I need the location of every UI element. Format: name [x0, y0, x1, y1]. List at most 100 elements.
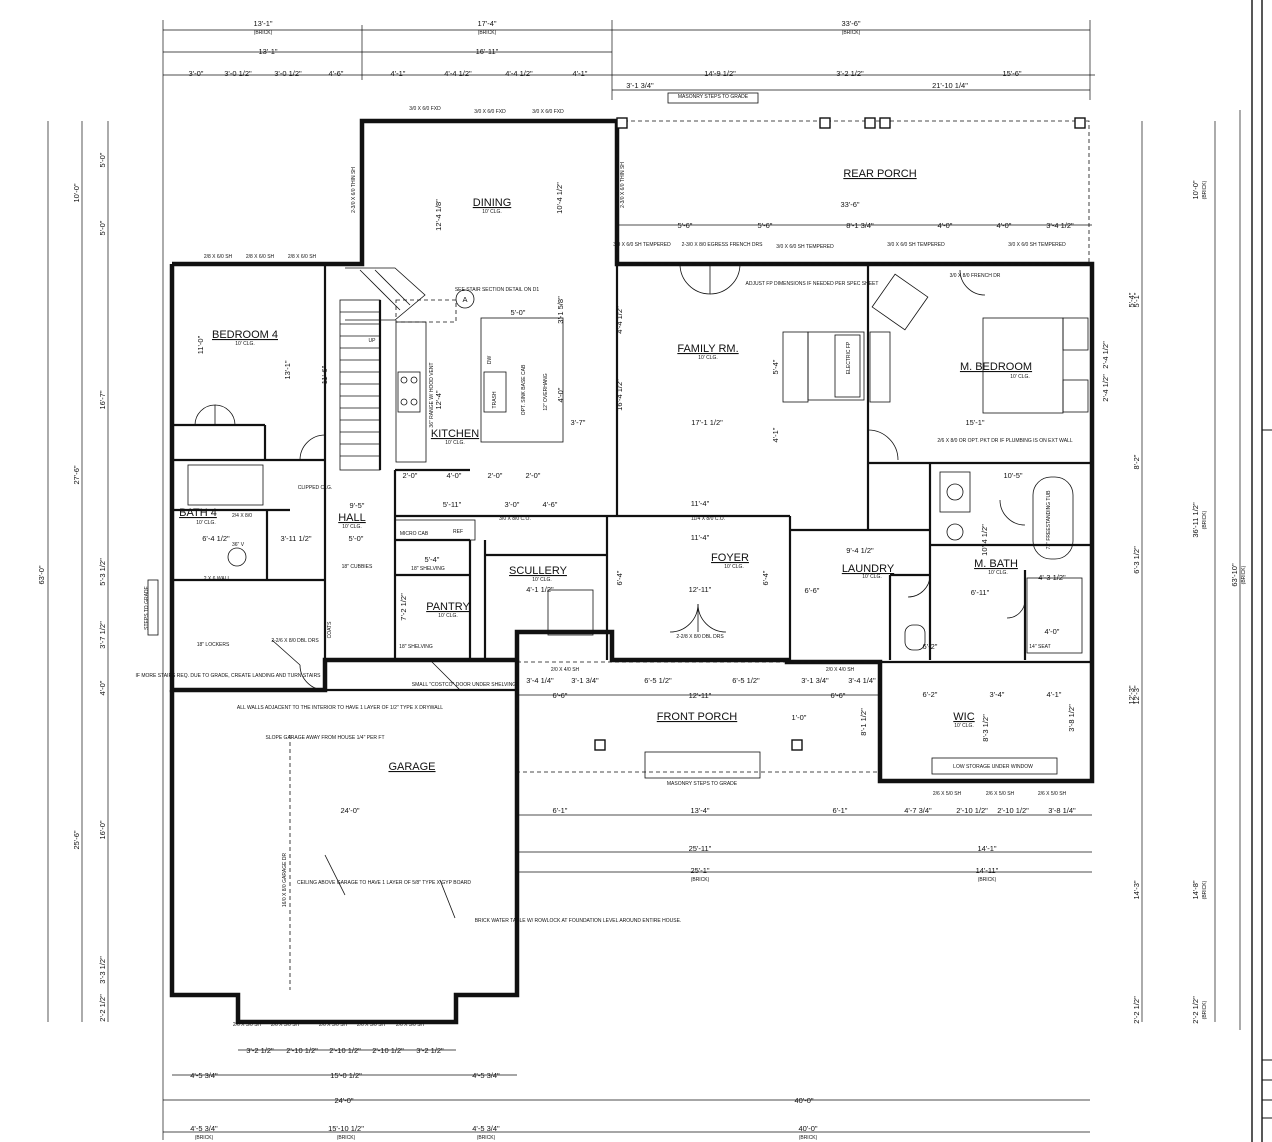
svg-text:BRICK WATER TABLE W/ ROWLOCK A: BRICK WATER TABLE W/ ROWLOCK AT FOUNDATI… [475, 918, 682, 924]
svg-text:4'-6": 4'-6" [543, 500, 558, 509]
svg-text:25'-11": 25'-11" [689, 844, 712, 853]
svg-text:2/6 X 5/0 SH: 2/6 X 5/0 SH [271, 1022, 300, 1028]
stairs [339, 267, 426, 471]
kitchen-fixtures [394, 299, 594, 636]
room-dimension-text: 12'-4 1/8" 10'-4 1/2" 11'-0" 13'-1" 11'-… [196, 182, 1136, 742]
svg-text:33'-6": 33'-6" [840, 200, 859, 209]
svg-text:4'-0": 4'-0" [556, 387, 565, 402]
dimension-lines [47, 20, 1241, 1140]
svg-text:11'-0": 11'-0" [196, 335, 205, 354]
svg-text:10'-4 1/2": 10'-4 1/2" [980, 524, 989, 556]
svg-text:(BRICK): (BRICK) [477, 1135, 496, 1141]
svg-text:6'-6": 6'-6" [805, 586, 820, 595]
svg-text:33'-6": 33'-6" [841, 19, 860, 28]
svg-text:15'-6": 15'-6" [1002, 69, 1021, 78]
svg-text:MICRO CAB: MICRO CAB [400, 531, 429, 537]
svg-text:12" OVERHANG: 12" OVERHANG [543, 373, 549, 410]
svg-text:(BRICK): (BRICK) [978, 877, 997, 883]
svg-text:4'-4 1/2": 4'-4 1/2" [505, 69, 533, 78]
svg-text:UP: UP [369, 338, 377, 344]
svg-text:4'-5 3/4": 4'-5 3/4" [190, 1071, 218, 1080]
svg-text:10'-0": 10'-0" [72, 183, 81, 202]
room-clg-scullery: 10' CLG. [532, 577, 552, 583]
svg-text:3'-0": 3'-0" [189, 69, 204, 78]
svg-text:21'-10 1/4": 21'-10 1/4" [932, 81, 968, 90]
svg-text:4'-4 1/2": 4'-4 1/2" [615, 306, 624, 334]
svg-text:DW: DW [487, 356, 493, 365]
room-label-kitchen: KITCHEN [431, 428, 479, 440]
svg-text:16/0 X 8/0 GARAGE DR: 16/0 X 8/0 GARAGE DR [282, 853, 288, 908]
svg-text:24'-0": 24'-0" [340, 806, 359, 815]
svg-text:3/0 X 6/0 SH TEMPERED: 3/0 X 6/0 SH TEMPERED [613, 242, 671, 248]
svg-text:6'-4": 6'-4" [615, 570, 624, 585]
svg-text:5'-0": 5'-0" [511, 308, 526, 317]
svg-text:11'-4": 11'-4" [691, 499, 710, 508]
svg-text:3'-4 1/4": 3'-4 1/4" [526, 676, 554, 685]
svg-text:3/0 X 6/0 FXD: 3/0 X 6/0 FXD [532, 109, 564, 115]
svg-text:11/4 X 8/0 C.O.: 11/4 X 8/0 C.O. [691, 516, 725, 522]
svg-text:8'-1 3/4": 8'-1 3/4" [846, 221, 874, 230]
svg-text:8'-3 1/2": 8'-3 1/2" [981, 714, 990, 742]
svg-text:6'-1": 6'-1" [833, 806, 848, 815]
left-dimension-text: 63'-0" 10'-0" 27'-6" 25'-6" 5'-0" 5'-0" … [37, 152, 107, 1022]
svg-text:3'-3 1/2": 3'-3 1/2" [98, 956, 107, 984]
fireplace [782, 331, 891, 403]
room-label-bedroom-4: BEDROOM 4 [212, 329, 278, 341]
svg-text:5'-4": 5'-4" [425, 555, 440, 564]
svg-text:(BRICK): (BRICK) [1202, 180, 1208, 199]
svg-text:CLIPPED CLG.: CLIPPED CLG. [298, 485, 332, 491]
svg-text:3/0 X 6/0 SH TEMPERED: 3/0 X 6/0 SH TEMPERED [1008, 242, 1066, 248]
svg-text:2'-2 1/2": 2'-2 1/2" [98, 994, 107, 1022]
svg-text:SMALL "COSTCO" DOOR UNDER SHEL: SMALL "COSTCO" DOOR UNDER SHELVING [412, 682, 517, 688]
svg-text:2/6 X 5/0 SH: 2/6 X 5/0 SH [319, 1022, 348, 1028]
svg-text:14'-1": 14'-1" [977, 844, 996, 853]
room-clg-m-bath: 10' CLG. [988, 570, 1008, 576]
svg-text:3'-11 1/2": 3'-11 1/2" [280, 534, 311, 543]
svg-text:5'-4": 5'-4" [1127, 292, 1136, 307]
svg-text:2/6 X 5/0 SH: 2/6 X 5/0 SH [933, 791, 962, 797]
svg-text:14'-8": 14'-8" [1191, 880, 1200, 899]
svg-text:14'-9 1/2": 14'-9 1/2" [704, 69, 736, 78]
svg-text:13'-1": 13'-1" [258, 47, 277, 56]
svg-text:2-3/0 X 6/0 THIN SH: 2-3/0 X 6/0 THIN SH [620, 162, 626, 208]
svg-text:MASONRY STEPS TO GRADE: MASONRY STEPS TO GRADE [667, 781, 738, 787]
svg-text:(BRICK): (BRICK) [1202, 510, 1208, 529]
svg-text:36" V: 36" V [232, 542, 245, 548]
svg-text:5'-1": 5'-1" [1132, 292, 1141, 307]
svg-text:5'-0": 5'-0" [98, 220, 107, 235]
svg-text:4'-1": 4'-1" [771, 427, 780, 442]
svg-text:3'-7 1/2": 3'-7 1/2" [98, 621, 107, 649]
svg-text:25'-6": 25'-6" [72, 830, 81, 849]
svg-text:COATS: COATS [327, 621, 333, 639]
svg-text:10'-4 1/2": 10'-4 1/2" [555, 182, 564, 214]
svg-text:6'-4": 6'-4" [761, 570, 770, 585]
room-label-scullery: SCULLERY [509, 565, 568, 577]
svg-text:(BRICK): (BRICK) [1241, 565, 1247, 584]
svg-text:6'-3 1/2": 6'-3 1/2" [1132, 546, 1141, 574]
svg-text:4'-1 1/2": 4'-1 1/2" [526, 585, 554, 594]
svg-text:2/6 X 5/0 SH: 2/6 X 5/0 SH [396, 1022, 425, 1028]
svg-text:(BRICK): (BRICK) [1202, 880, 1208, 899]
svg-text:1'-0": 1'-0" [792, 713, 807, 722]
room-label-rear-porch: REAR PORCH [843, 168, 916, 180]
svg-text:2/6 X 5/0 SH: 2/6 X 5/0 SH [986, 791, 1015, 797]
svg-text:24'-0": 24'-0" [334, 1096, 353, 1105]
room-label-m-bath: M. BATH [974, 558, 1018, 570]
svg-text:3'-1 5/8": 3'-1 5/8" [556, 296, 565, 324]
svg-text:12'-4 1/8": 12'-4 1/8" [434, 199, 443, 231]
svg-text:4'-7 3/4": 4'-7 3/4" [904, 806, 932, 815]
svg-text:3'-4": 3'-4" [990, 690, 1005, 699]
svg-text:12'-11": 12'-11" [689, 585, 712, 594]
svg-text:40'-0": 40'-0" [798, 1124, 817, 1133]
svg-text:63'-10": 63'-10" [1230, 563, 1239, 587]
svg-text:10'-5": 10'-5" [1003, 471, 1022, 480]
svg-text:6'-2": 6'-2" [923, 642, 938, 651]
svg-text:2/8 X 6/0 SH: 2/8 X 6/0 SH [288, 254, 317, 260]
master-furniture [871, 273, 1089, 414]
svg-text:2-2/8 X 8/0 DBL DRS: 2-2/8 X 8/0 DBL DRS [676, 634, 724, 640]
svg-text:3'-0 1/2": 3'-0 1/2" [274, 69, 302, 78]
svg-text:4'-1": 4'-1" [391, 69, 406, 78]
svg-text:TRASH: TRASH [492, 391, 498, 408]
sheet-border [1251, 0, 1272, 1142]
